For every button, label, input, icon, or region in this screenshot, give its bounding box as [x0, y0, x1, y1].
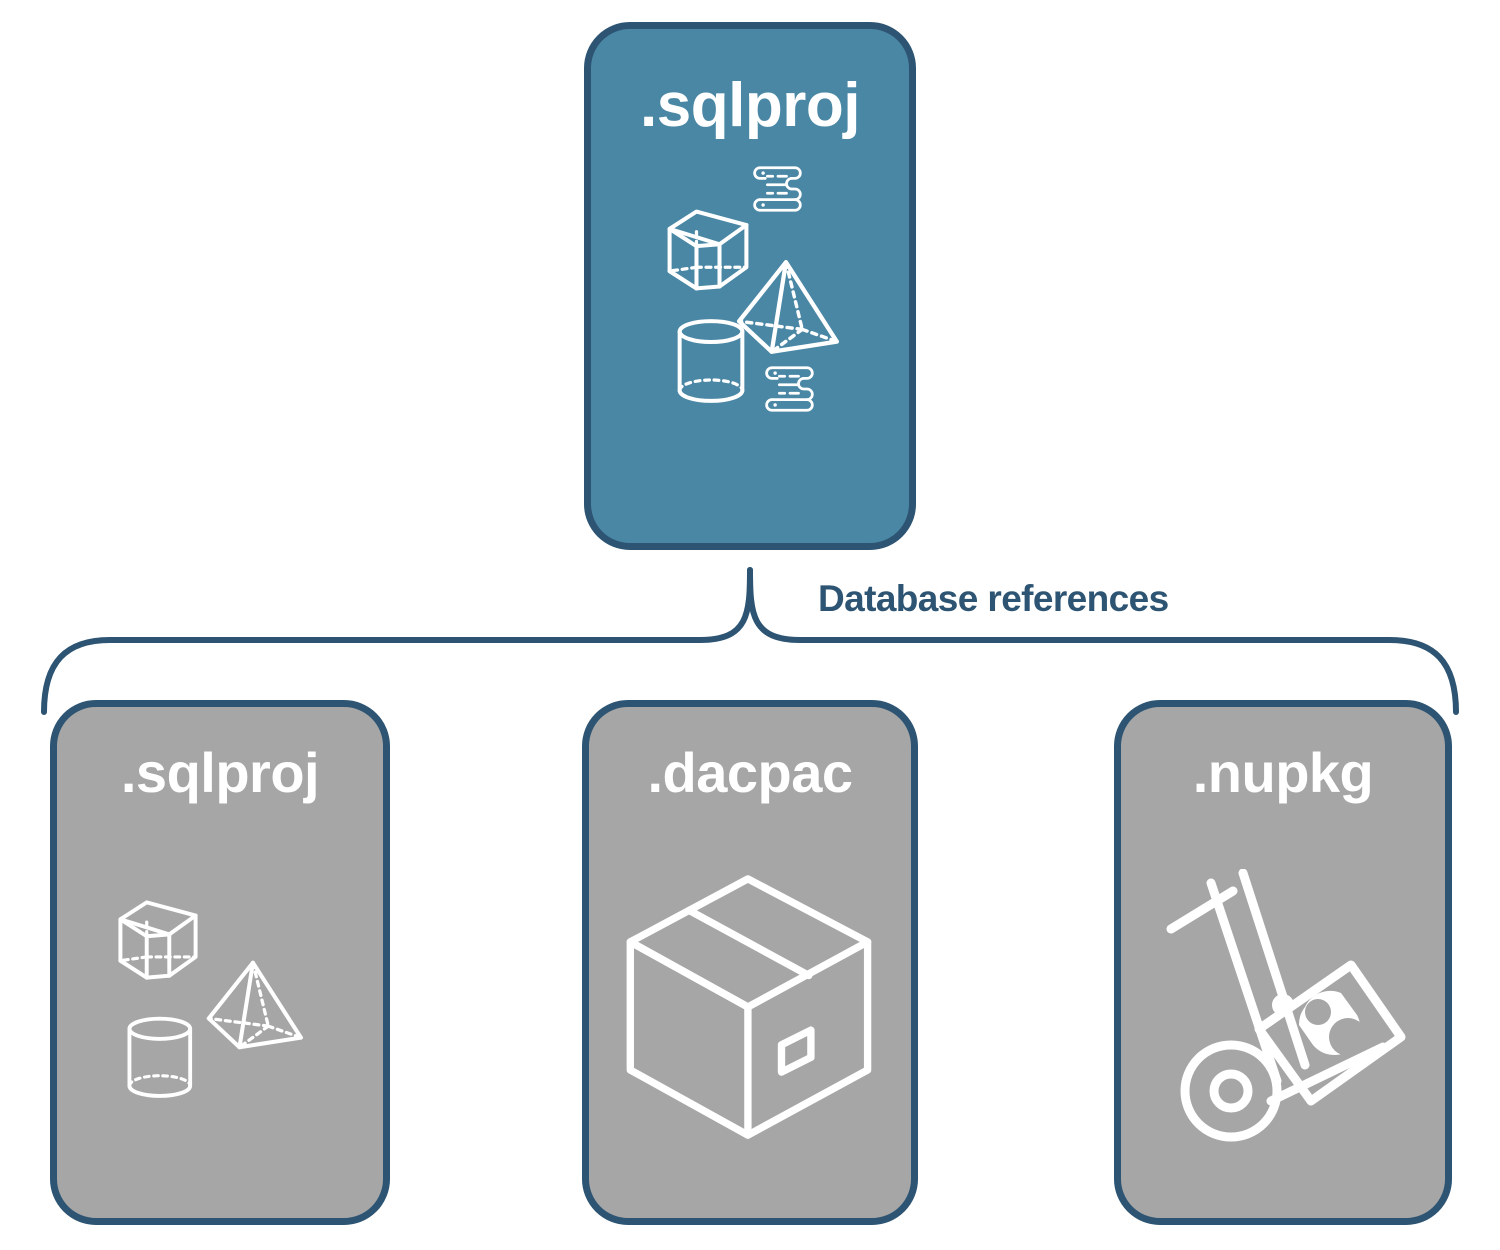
- cylinder-wireframe-icon: [677, 319, 745, 403]
- database-references-bracket: [41, 567, 1459, 715]
- reference-node-dacpac[interactable]: .dacpac: [582, 700, 918, 1225]
- hand-truck-nuget-icon: [1166, 868, 1406, 1141]
- cylinder-wireframe-icon: [127, 1016, 193, 1098]
- reference-node-sqlproj-icon-group: [57, 801, 383, 1218]
- database-references-label: Database references: [818, 578, 1169, 619]
- reference-node-sqlproj[interactable]: .sqlproj: [50, 700, 390, 1225]
- reference-node-dacpac-icon-group: [589, 801, 911, 1218]
- cube-wireframe-icon: [118, 899, 198, 980]
- reference-node-nupkg-label: .nupkg: [1192, 741, 1374, 804]
- reference-node-dacpac-label: .dacpac: [647, 741, 853, 804]
- script-scroll-icon: [765, 366, 814, 412]
- root-node-label: .sqlproj: [640, 71, 860, 140]
- reference-node-nupkg-icon-group: [1121, 801, 1445, 1218]
- pyramid-wireframe-icon: [206, 960, 303, 1049]
- pyramid-wireframe-icon: [736, 260, 839, 354]
- reference-node-sqlproj-label: .sqlproj: [120, 741, 320, 804]
- root-node-sqlproj[interactable]: .sqlproj: [584, 22, 916, 550]
- script-scroll-icon: [753, 166, 802, 212]
- shapes-icon-group: [118, 899, 303, 1098]
- root-node-icon-group: [584, 159, 916, 459]
- package-box-icon: [626, 874, 872, 1139]
- cube-wireframe-icon: [667, 209, 749, 291]
- reference-node-nupkg[interactable]: .nupkg: [1114, 700, 1452, 1225]
